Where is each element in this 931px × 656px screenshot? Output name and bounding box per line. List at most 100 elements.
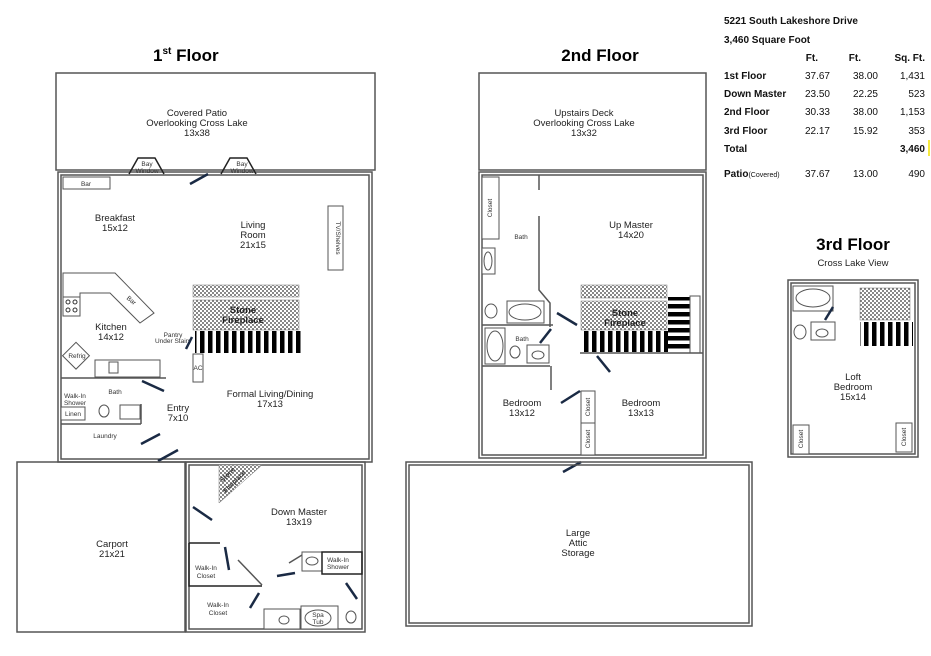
svg-text:Stone: Stone — [612, 308, 638, 319]
walkin-shower-down-master — [321, 551, 363, 575]
stairs — [195, 331, 302, 353]
svg-text:13x32: 13x32 — [571, 128, 597, 139]
svg-text:Spa: Spa — [312, 612, 324, 619]
svg-text:13x13: 13x13 — [628, 408, 654, 419]
svg-text:Stone: Stone — [230, 305, 256, 316]
svg-text:38.00: 38.00 — [853, 71, 878, 82]
stone-hearth — [192, 284, 300, 298]
covered-patio — [55, 72, 376, 171]
down-master — [185, 461, 366, 633]
address: 5221 South Lakeshore Drive — [724, 16, 858, 27]
svg-text:21x15: 21x15 — [240, 240, 266, 251]
patio-subtitle: Overlooking Cross Lake — [146, 118, 247, 129]
svg-text:Bay: Bay — [141, 161, 153, 168]
svg-text:353: 353 — [908, 126, 925, 137]
svg-text:3rd Floor: 3rd Floor — [724, 126, 767, 137]
svg-text:15x14: 15x14 — [840, 392, 866, 403]
laundry-label: Laundry — [93, 433, 117, 440]
attic-storage — [405, 461, 753, 627]
table-row: Down Master 23.50 22.25 523 — [724, 89, 925, 100]
carport-label: Carport — [96, 539, 128, 550]
table-row-total: Total 3,460 — [724, 140, 930, 156]
patio-label: Covered Patio — [167, 108, 227, 119]
svg-text:Closet: Closet — [901, 428, 908, 447]
svg-text:37.67: 37.67 — [805, 71, 830, 82]
svg-text:38.00: 38.00 — [853, 107, 878, 118]
svg-text:Walk-In: Walk-In — [207, 602, 229, 609]
upstairs-deck — [478, 72, 707, 171]
svg-text:Linen: Linen — [65, 411, 81, 418]
svg-text:Closet: Closet — [209, 610, 228, 617]
loft-label: Loft — [845, 372, 861, 383]
bath-2f-2: Bath — [515, 336, 529, 343]
tv-shelves — [327, 205, 344, 271]
spa-tub — [304, 609, 332, 627]
svg-text:Walk-In: Walk-In — [64, 393, 86, 400]
third-floor-subtitle: Cross Lake View — [817, 258, 888, 269]
svg-text:Walk-In: Walk-In — [195, 565, 217, 572]
svg-text:Window: Window — [135, 168, 158, 175]
table-row: 3rd Floor 22.17 15.92 353 — [724, 126, 925, 137]
svg-text:Closet: Closet — [585, 398, 592, 417]
third-floor-title: 3rd Floor — [816, 235, 890, 254]
svg-text:Patio(Covered): Patio(Covered) — [724, 169, 780, 180]
svg-text:490: 490 — [908, 169, 925, 180]
svg-text:Attic: Attic — [569, 538, 588, 549]
svg-text:Window: Window — [230, 168, 253, 175]
svg-text:Bar: Bar — [81, 181, 92, 188]
svg-text:TV/Shelves: TV/Shelves — [334, 221, 341, 255]
svg-text:30.33: 30.33 — [805, 107, 830, 118]
svg-text:Shower: Shower — [327, 564, 350, 571]
svg-text:1,153: 1,153 — [900, 107, 925, 118]
svg-text:2nd Floor: 2nd Floor — [724, 107, 770, 118]
svg-text:Tub: Tub — [313, 619, 324, 626]
svg-text:Sq. Ft.: Sq. Ft. — [894, 53, 925, 64]
first-floor-title: 1st Floor — [153, 46, 219, 65]
table-row: 2nd Floor 30.33 38.00 1,153 — [724, 107, 925, 118]
svg-text:Closet: Closet — [197, 573, 216, 580]
svg-text:Ft.: Ft. — [806, 53, 818, 64]
bedroom-1-label: Bedroom — [503, 398, 542, 409]
svg-text:Fireplace: Fireplace — [604, 318, 646, 329]
svg-text:7x10: 7x10 — [168, 413, 189, 424]
toilet — [98, 404, 110, 418]
svg-text:15x12: 15x12 — [102, 223, 128, 234]
ac-closet — [192, 353, 204, 383]
svg-text:Closet: Closet — [798, 430, 805, 449]
sink — [108, 361, 119, 374]
svg-text:Storage: Storage — [561, 548, 594, 559]
stone-fireplace-2f — [580, 300, 668, 331]
svg-text:22.17: 22.17 — [805, 126, 830, 137]
svg-text:13.00: 13.00 — [853, 169, 878, 180]
svg-text:AC: AC — [193, 365, 202, 372]
svg-text:Ft.: Ft. — [849, 53, 861, 64]
bar-small — [62, 176, 111, 190]
carport — [16, 461, 186, 633]
stone-fireplace-down-master — [218, 464, 263, 504]
svg-text:Total: Total — [724, 144, 747, 155]
second-floor-plan: 2nd Floor Upstairs Deck Overlooking Cros… — [405, 46, 753, 627]
bay-window-left — [128, 157, 165, 175]
bath-label: Bath — [108, 389, 122, 396]
bath-2f-1: Bath — [514, 234, 528, 241]
stove — [62, 296, 81, 317]
kitchen-label: Kitchen — [95, 322, 127, 333]
svg-text:22.25: 22.25 — [853, 89, 878, 100]
table-row-patio: Patio(Covered) 37.67 13.00 490 — [724, 169, 925, 180]
stone-fireplace — [192, 299, 300, 331]
table-row: 1st Floor 37.67 38.00 1,431 — [724, 71, 925, 82]
breakfast-label: Breakfast — [95, 213, 135, 224]
first-floor-plan: 1st Floor Covered Patio Overlooking Cros… — [16, 46, 376, 633]
svg-text:Upstairs Deck: Upstairs Deck — [554, 108, 613, 119]
linen-closet — [60, 406, 86, 421]
svg-text:Down Master: Down Master — [724, 89, 786, 100]
svg-text:Closet: Closet — [585, 430, 592, 449]
svg-text:13x12: 13x12 — [509, 408, 535, 419]
svg-text:14x20: 14x20 — [618, 230, 644, 241]
svg-text:1st Floor: 1st Floor — [724, 71, 766, 82]
entry-label: Entry — [167, 403, 189, 414]
svg-text:Under Stairs: Under Stairs — [155, 338, 192, 345]
kitchen-counter — [94, 359, 161, 378]
svg-text:Pantry: Pantry — [164, 332, 184, 339]
bay-window-right — [220, 157, 257, 175]
